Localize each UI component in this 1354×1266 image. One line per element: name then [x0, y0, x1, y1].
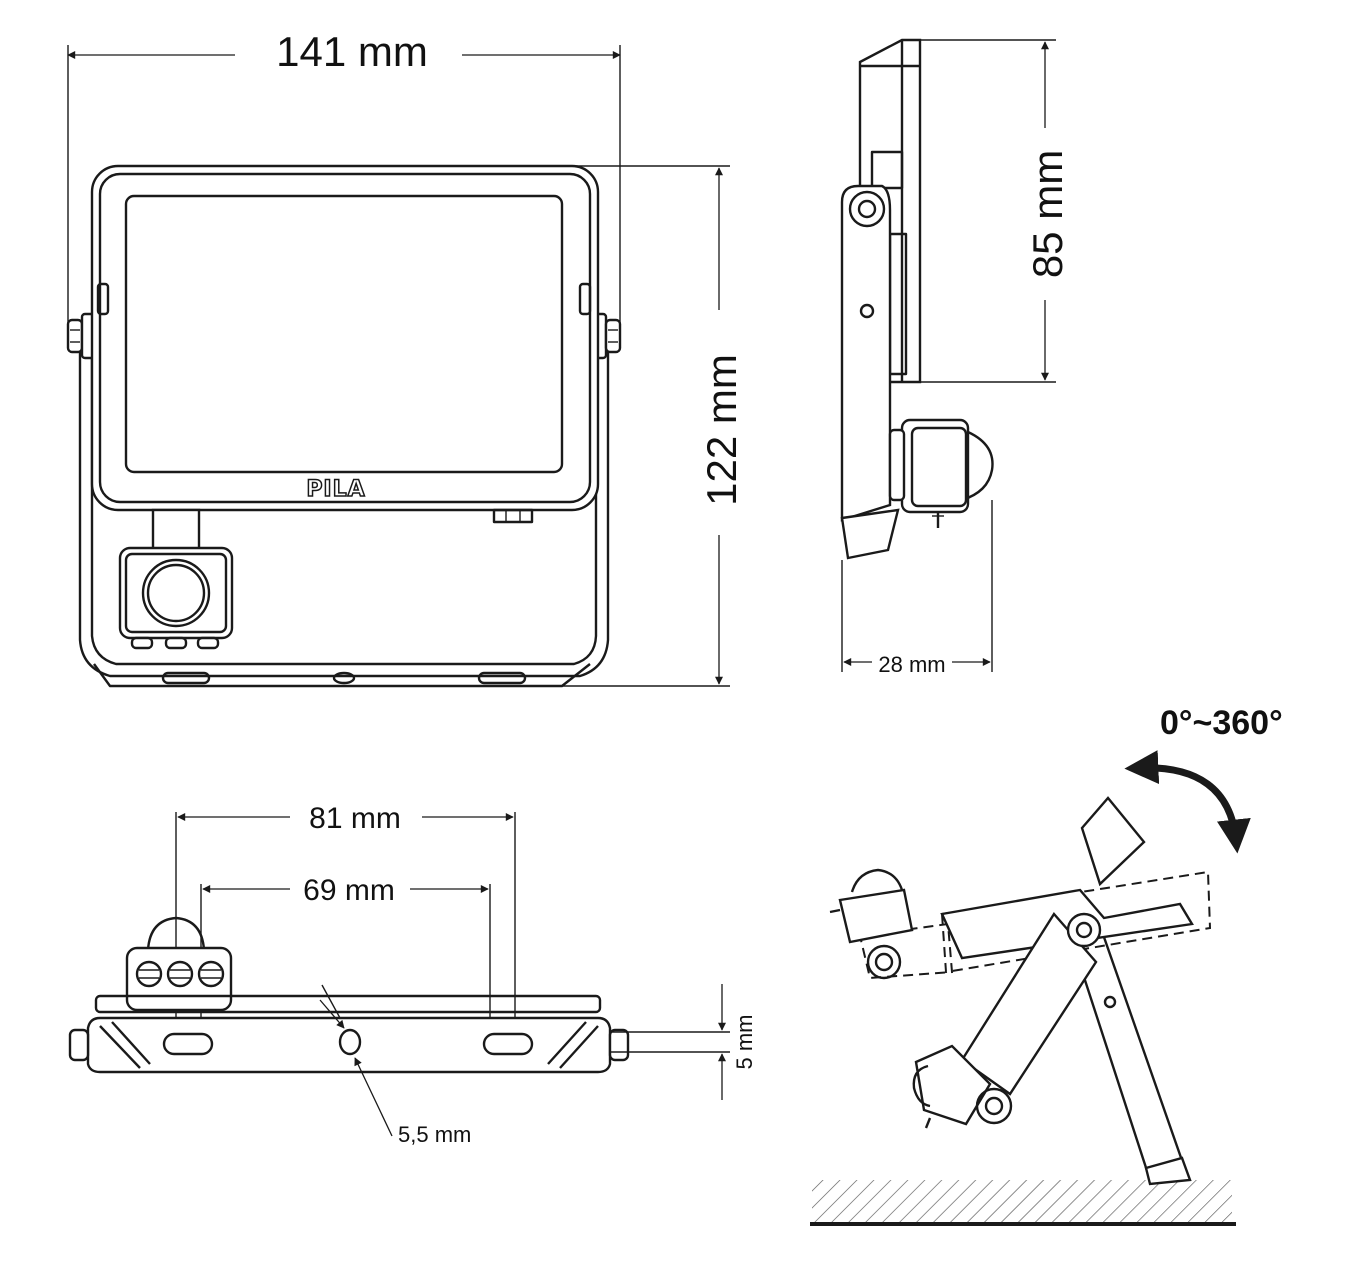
bottom-bracket — [86, 1016, 612, 1074]
bottom-sensor-dome — [146, 916, 206, 951]
mount-inner-label: 69 mm — [303, 874, 395, 907]
hole-leader-line — [354, 1057, 393, 1137]
housing-clip-left — [96, 282, 110, 316]
lens-window — [124, 194, 564, 474]
ground-hatch — [812, 1180, 1232, 1222]
bottom-housing — [94, 994, 602, 1014]
front-bracket — [78, 325, 610, 678]
side-bracket-foot — [840, 508, 900, 560]
height-label: 122 mm — [698, 354, 745, 506]
rotation-view: 0°~360° — [810, 704, 1283, 1226]
mount-slot-right — [477, 671, 527, 685]
width-label: 141 mm — [276, 28, 428, 75]
mount-outer-label: 81 mm — [309, 802, 401, 835]
housing-inner — [98, 172, 592, 504]
hole-leader-top — [319, 999, 345, 1029]
bracket-thickness-label: 5 mm — [732, 1015, 757, 1070]
cable-gland — [492, 508, 534, 524]
bottom-knob-left — [68, 1028, 90, 1062]
motion-sensor-front — [118, 508, 234, 650]
stand-leg-hole — [1103, 995, 1117, 1009]
brand-logo: PILA — [306, 477, 365, 502]
rotation-arrow — [1124, 750, 1251, 854]
side-knob — [848, 190, 886, 228]
bottom-sensor-screws — [135, 960, 225, 988]
lamp-tilted-top — [1080, 796, 1146, 887]
knob-left — [66, 312, 96, 360]
front-view: 141 mm 122 mm — [66, 28, 745, 688]
bottom-sensor-block — [125, 946, 233, 1012]
motion-sensor-side — [888, 418, 994, 528]
side-bracket-arm — [840, 184, 892, 522]
bottom-center-hole — [338, 1028, 362, 1056]
side-view: 85 mm 28 mm — [840, 38, 1071, 677]
lamp-horizontal-sensor — [838, 888, 914, 944]
lamp-alt-position — [940, 870, 1212, 974]
thickness-label: 28 mm — [878, 652, 945, 677]
mount-slot-left — [161, 671, 211, 685]
side-bracket-hole — [859, 303, 875, 319]
depth-label: 85 mm — [1024, 150, 1071, 278]
rotation-label: 0°~360° — [1160, 704, 1283, 742]
bottom-slot-right — [482, 1032, 534, 1056]
front-bracket-inner — [90, 328, 598, 666]
bottom-knob-right — [608, 1028, 630, 1062]
hole-diameter-label: 5,5 mm — [398, 1122, 471, 1147]
mount-hole-center — [332, 671, 356, 685]
bottom-view: 81 mm 69 mm 5 m — [68, 802, 757, 1147]
housing-clip-right — [578, 282, 592, 316]
bottom-slot-left — [162, 1032, 214, 1056]
pivot-knob — [1066, 912, 1102, 948]
lamp-horizontal-body — [940, 888, 1194, 960]
housing-outer — [90, 164, 600, 512]
front-bracket-base — [93, 663, 591, 688]
